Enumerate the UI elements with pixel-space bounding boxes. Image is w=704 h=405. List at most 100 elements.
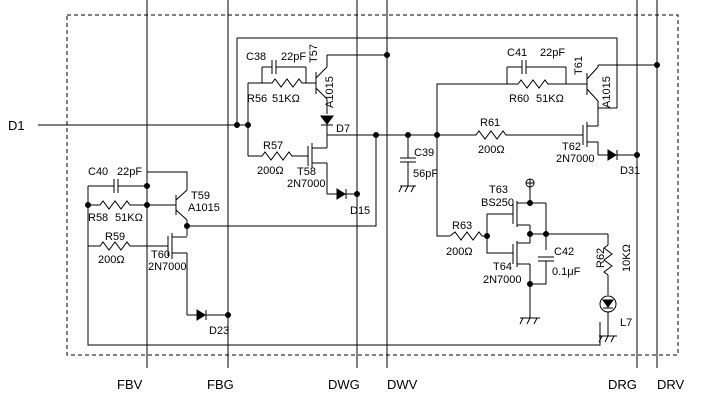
d31-label: D31 (620, 165, 640, 177)
junction-dot (527, 200, 533, 206)
inner-frame (237, 37, 618, 108)
t60-part: 2N7000 (148, 261, 187, 273)
l7-label: L7 (620, 317, 632, 329)
junction-dot (527, 231, 533, 237)
r59-resistor (88, 241, 168, 251)
r58-resistor (88, 200, 147, 210)
junction-dot (543, 231, 549, 237)
t61-label: T61 (573, 56, 585, 75)
c39-value: 56pF (413, 168, 438, 180)
l7-ground-2 (604, 335, 609, 343)
port-label-dwg: DWG (328, 377, 360, 392)
junction-dots (85, 52, 660, 318)
t63-part: BS250 (481, 197, 514, 209)
inner-frame-bottom (87, 240, 601, 346)
junction-dot (245, 122, 251, 128)
l7-led-triangle (602, 299, 614, 308)
d15-diode (336, 188, 346, 200)
c40-label: C40 (88, 166, 108, 178)
c42-bottom-wire (530, 261, 547, 285)
t59-collector (175, 209, 188, 221)
port-label-drg: DRG (608, 377, 637, 392)
r62-label: R62 (595, 248, 607, 268)
t64-part: 2N7000 (483, 274, 522, 286)
t61-collector (586, 88, 599, 102)
t57-label: T57 (308, 44, 320, 63)
t64-label: T64 (493, 261, 512, 273)
r57-label: R57 (263, 140, 283, 152)
junction-dot (373, 132, 379, 138)
c41-value: 22pF (540, 47, 565, 59)
junction-dot (234, 122, 240, 128)
r60-value: 51KΩ (536, 93, 564, 105)
c40-value: 22pF (117, 166, 142, 178)
t61-part: A1015 (601, 76, 613, 108)
c39-ground-3 (410, 185, 415, 193)
t62-part: 2N7000 (556, 153, 595, 165)
port-label-drv: DRV (657, 377, 685, 392)
c42-value: 0.1μF (552, 266, 581, 278)
t58-part: 2N7000 (287, 178, 326, 190)
r59-value: 200Ω (98, 254, 125, 266)
r58-label: R58 (88, 212, 108, 224)
junction-dot (184, 223, 190, 229)
junction-dot (85, 202, 91, 208)
r61-resistor (437, 130, 583, 140)
r56-label: R56 (247, 93, 267, 105)
l7-ground-3 (610, 335, 615, 343)
r57-resistor (248, 151, 308, 161)
r56-resistor (262, 78, 306, 88)
d23-label: D23 (209, 325, 229, 337)
t61-emitter (586, 66, 599, 80)
junction-dot (384, 52, 390, 58)
t62-label: T62 (562, 141, 581, 153)
d31-diode (607, 149, 617, 161)
r57-value: 200Ω (257, 165, 284, 177)
r60-resistor (507, 79, 566, 89)
t57-emitter (315, 66, 328, 79)
t59-label: T59 (191, 190, 210, 202)
r56-value: 51KΩ (272, 93, 300, 105)
d7-diode (320, 115, 334, 125)
port-label-fbv: FBV (117, 377, 143, 392)
junction-dot (484, 233, 490, 239)
r63-wire (436, 135, 450, 237)
d15-label: D15 (350, 205, 370, 217)
junction-dot (654, 62, 660, 68)
t57-part: A1015 (324, 76, 336, 108)
c38-label: C38 (246, 51, 266, 63)
t58-label: T58 (297, 166, 316, 178)
d23-diode (196, 309, 206, 321)
r58-value: 51KΩ (115, 212, 143, 224)
t59-emitter-lead (147, 171, 188, 190)
junction-dot (144, 202, 150, 208)
r62-resistor (603, 244, 613, 276)
t59-emitter (175, 189, 188, 201)
junction-dot (354, 191, 360, 197)
t60-label: T60 (151, 249, 170, 261)
t57-collector (315, 87, 328, 100)
r63-value: 200Ω (446, 246, 473, 258)
node-to-t61-wire (436, 83, 507, 135)
ground-hatch-3 (533, 317, 538, 325)
r61-value: 200Ω (478, 144, 505, 156)
r63-resistor (449, 231, 487, 241)
d7-label: D7 (336, 123, 350, 135)
junction-dot (144, 183, 150, 189)
t63-label: T63 (489, 184, 508, 196)
c38-value: 22pF (281, 51, 306, 63)
junction-dot (434, 132, 440, 138)
ground-hatch-2 (526, 317, 531, 325)
t59-part: A1015 (188, 202, 220, 214)
junction-dot (634, 152, 640, 158)
c42-label: C42 (554, 246, 574, 258)
r62-value: 10KΩ (621, 244, 633, 272)
junction-dot (225, 312, 231, 318)
r61-label: R61 (480, 117, 500, 129)
c39-ground-2 (404, 185, 409, 193)
d7-to-t59-wire (187, 135, 377, 227)
ground-hatch-1 (519, 317, 524, 325)
board-outline (66, 14, 679, 356)
l7-ground-1 (598, 335, 603, 343)
